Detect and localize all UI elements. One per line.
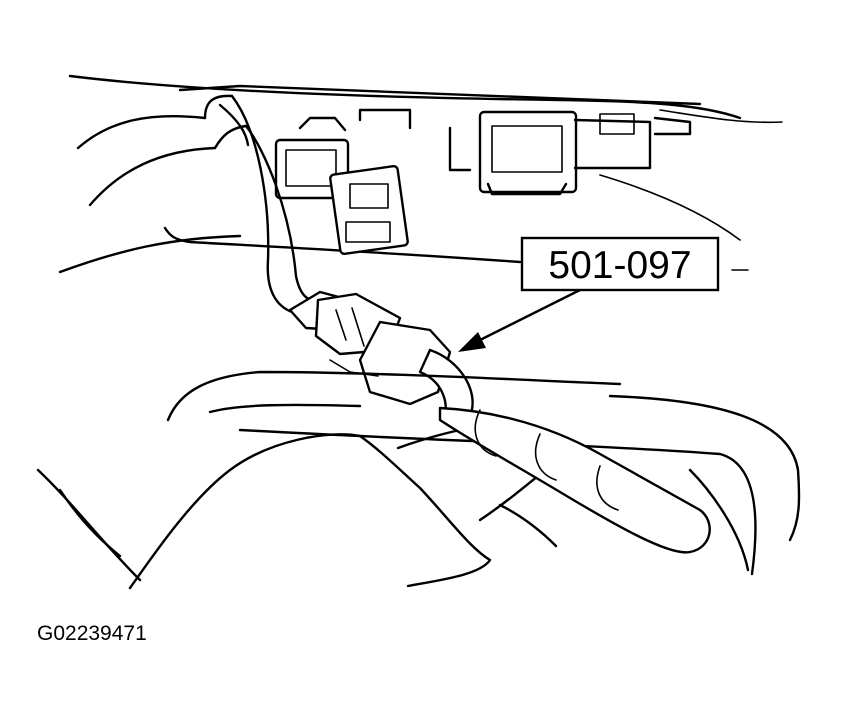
dash-connectors [274, 108, 692, 256]
callout-leader-left [459, 257, 521, 263]
inline-connector [288, 290, 474, 422]
callout-box [520, 236, 720, 292]
connector-cable [218, 94, 318, 314]
dashboard-panel [58, 74, 783, 274]
figure-id: G02239471 [37, 622, 147, 645]
callout-arrowhead [458, 332, 486, 352]
hand-and-tool [128, 406, 711, 590]
callout-label: 501-097 [548, 244, 691, 287]
callout-arrow [470, 288, 582, 346]
lower-trim-panel [36, 370, 801, 582]
wire-harness-left [76, 94, 248, 207]
